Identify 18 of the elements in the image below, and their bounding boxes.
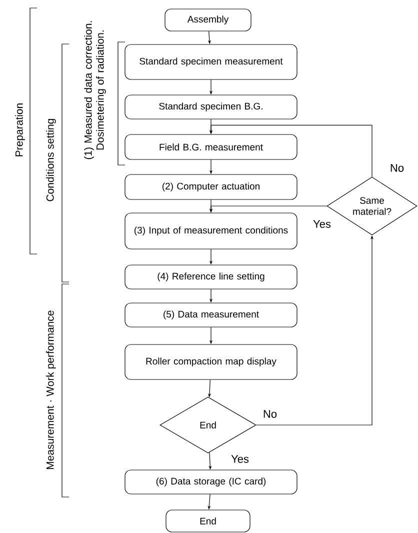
process-box: (4) Reference line setting — [124, 264, 298, 290]
bracket-label: Conditions setting — [46, 118, 56, 202]
edge-label: No — [262, 409, 278, 419]
process-box: End — [166, 510, 250, 532]
process-box: Assembly — [164, 8, 252, 32]
process-box: (6) Data storage (IC card) — [124, 470, 298, 494]
process-box: Standard specimen measurement — [124, 44, 298, 80]
edge-label: No — [388, 163, 406, 173]
process-box: (3) Input of measurement conditions — [124, 212, 298, 250]
process-box: Standard specimen B.G. — [124, 94, 298, 120]
bracket-label: Measurement · Work performance — [46, 310, 56, 469]
process-box: (5) Data measurement — [124, 302, 298, 328]
process-box: Field B.G. measurement — [124, 134, 298, 160]
edge-label: Yes — [230, 454, 250, 464]
process-box: (2) Computer actuation — [124, 174, 298, 200]
process-box: Roller compaction map display — [124, 344, 298, 380]
bracket-label: Preparation — [15, 104, 25, 156]
bracket-label: (1) Measured data correction. Dosimetering of radiation. — [84, 21, 106, 160]
